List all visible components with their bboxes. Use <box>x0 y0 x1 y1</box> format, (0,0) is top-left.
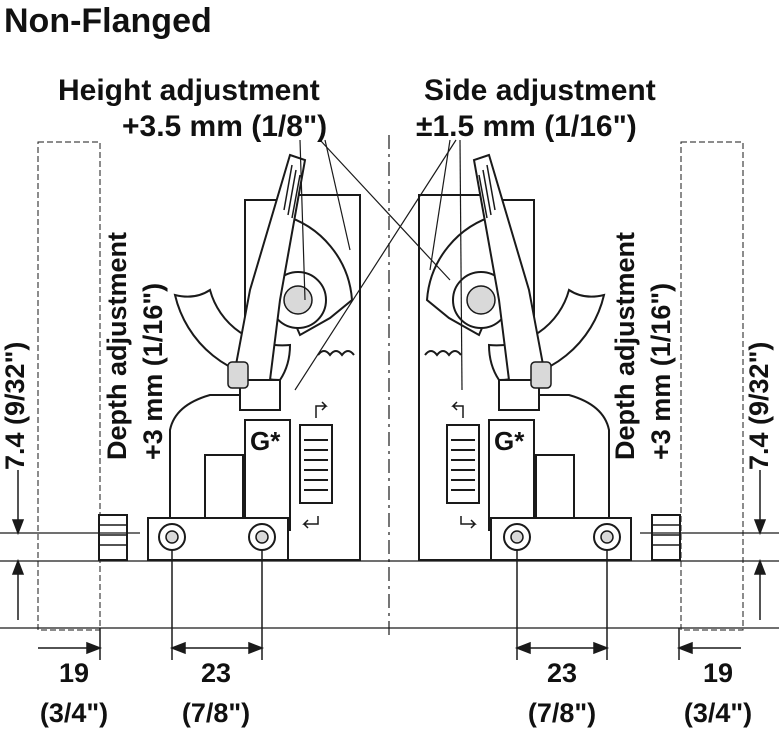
depth-adjustment-label-left: Depth adjustment <box>102 231 132 460</box>
logo-mark-left: G* <box>250 426 281 456</box>
dim-left-outer-inch: (3/4") <box>39 698 109 728</box>
vertical-dimension-right: 7.4 (9/32") <box>744 341 774 470</box>
dim-left-outer-mm: 19 <box>58 658 90 688</box>
dim-right-outer-inch: (3/4") <box>683 698 753 728</box>
side-adjustment-value: ±1.5 mm (1/16") <box>416 110 637 143</box>
height-adjustment-value: +3.5 mm (1/8") <box>122 110 328 143</box>
right-cabinet-panel <box>680 141 744 631</box>
right-hinge <box>418 154 681 561</box>
height-adjustment-label: Height adjustment <box>58 74 320 107</box>
reference-lines <box>0 532 779 629</box>
side-adjustment-label: Side adjustment <box>424 74 656 107</box>
depth-adjustment-label-right: Depth adjustment <box>610 231 640 460</box>
vertical-dimension-left: 7.4 (9/32") <box>0 341 30 470</box>
dim-left-inner-mm: 23 <box>200 658 232 688</box>
dim-right-inner-inch: (7/8") <box>527 698 597 728</box>
vertical-dimension-arrows <box>11 470 767 620</box>
dim-right-outer-mm: 19 <box>702 658 734 688</box>
dim-right-inner-mm: 23 <box>546 658 578 688</box>
dim-left-inner-inch: (7/8") <box>181 698 251 728</box>
depth-adjustment-value-left: +3 mm (1/16") <box>138 282 168 460</box>
logo-mark-right: G* <box>494 426 525 456</box>
depth-adjustment-value-right: +3 mm (1/16") <box>646 282 676 460</box>
left-cabinet-panel <box>37 141 101 631</box>
bottom-dimension-arrows <box>38 550 741 660</box>
leader-lines <box>294 139 463 391</box>
page-title: Non-Flanged <box>4 2 212 40</box>
